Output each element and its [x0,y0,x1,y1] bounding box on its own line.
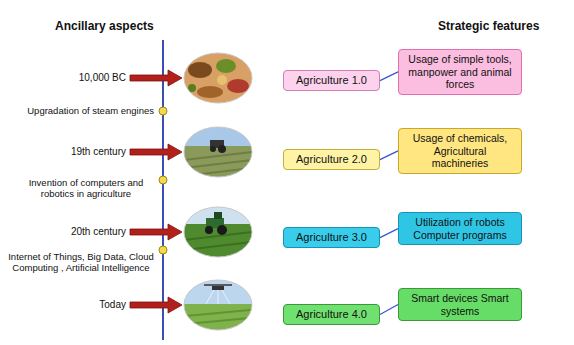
era-arrow [130,70,182,86]
column-heading: Strategic features [438,19,570,33]
era-box: Agriculture 4.0 [283,304,380,325]
era-arrow [130,297,182,313]
box-text: Usage of chemicals, Agricultural machine… [404,132,516,170]
box-text: Agriculture 3.0 [289,231,374,244]
box-text: Agriculture 1.0 [289,74,374,87]
picture-frame [184,207,252,257]
event-dot [159,246,167,254]
event-dot [159,107,167,115]
picture-frame [184,53,252,103]
connector-line [380,151,398,160]
feature-box: Smart devices Smart systems [398,288,522,321]
feature-box: Usage of simple tools, manpower and anim… [398,49,522,95]
event-dot [159,176,167,184]
feature-box: Utilization of robots Computer programs [398,212,522,245]
tractor-picture [180,204,260,264]
event-note: Invention of computers and robotics in a… [16,177,156,200]
column-heading: Ancillary aspects [55,19,195,33]
era-date: 10,000 BC [20,72,126,84]
drone-picture [180,278,260,334]
picture-frame [184,280,252,330]
box-text: Smart devices Smart systems [404,292,516,317]
field-picture [180,124,260,182]
era-date: 19th century [20,146,126,158]
box-text: Agriculture 4.0 [289,308,374,321]
era-date: 20th century [20,226,126,238]
era-box: Agriculture 3.0 [283,227,380,248]
harvest-picture [180,50,260,110]
era-arrow [130,144,182,160]
connector-line [380,72,398,81]
timeline-axis [162,40,164,340]
connector-line [380,305,398,315]
box-text: Usage of simple tools, manpower and anim… [404,53,516,91]
era-box: Agriculture 1.0 [283,70,380,91]
event-note: Upgradation of steam engines [4,105,154,116]
picture-frame [184,127,252,177]
box-text: Agriculture 2.0 [289,153,374,166]
era-box: Agriculture 2.0 [283,149,380,170]
connector-line [380,229,398,238]
era-date: Today [20,299,126,311]
feature-box: Usage of chemicals, Agricultural machine… [398,128,522,174]
era-arrow [130,224,182,240]
box-text: Utilization of robots Computer programs [404,216,516,241]
event-note: Internet of Things, Big Data, Cloud Comp… [6,251,156,274]
